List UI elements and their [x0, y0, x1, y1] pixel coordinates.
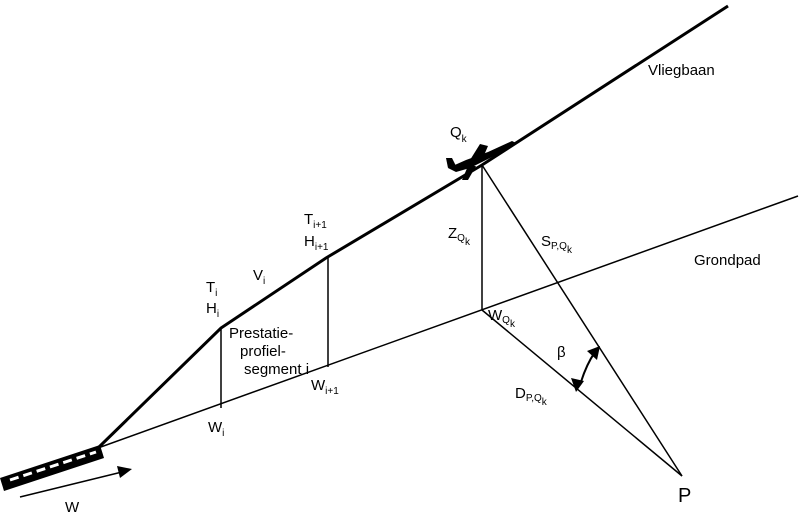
w-i-label: Wi	[208, 419, 224, 439]
slant-distance-line	[481, 164, 683, 477]
segment-label-line-1: Prestatie-	[229, 325, 293, 342]
z-qk-label: ZQk	[448, 225, 471, 248]
segment-label-line-3: segment i	[244, 361, 309, 378]
beta-angle-arc	[571, 346, 600, 392]
runway	[0, 445, 104, 491]
aircraft-point-label: Qk	[450, 124, 468, 145]
s-pqk-label: SP,Qk	[541, 233, 573, 256]
flight-path-label: Vliegbaan	[648, 62, 715, 79]
lateral-distance-line	[481, 309, 683, 477]
segment-label-line-2: profiel-	[240, 343, 286, 360]
t-i-plus-1-label: Ti+1	[304, 211, 327, 231]
w-qk-label: WQk	[488, 307, 516, 330]
aircraft-icon	[446, 141, 516, 180]
d-pqk-label: DP,Qk	[515, 385, 548, 408]
observer-point-label: P	[678, 485, 691, 507]
h-i-plus-1-label: Hi+1	[304, 233, 329, 253]
h-i-label: Hi	[206, 300, 219, 320]
v-i-label: Vi	[253, 267, 265, 287]
ground-path-label: Grondpad	[694, 252, 761, 269]
runway-arrow-label: W	[65, 499, 80, 516]
t-i-label: Ti	[206, 279, 217, 299]
runway-direction-arrow	[19, 466, 132, 498]
ground-path-line	[97, 195, 799, 449]
flight-path-line	[96, 4, 729, 450]
w-i-plus-1-label: Wi+1	[311, 377, 339, 397]
beta-label: β	[557, 344, 566, 361]
